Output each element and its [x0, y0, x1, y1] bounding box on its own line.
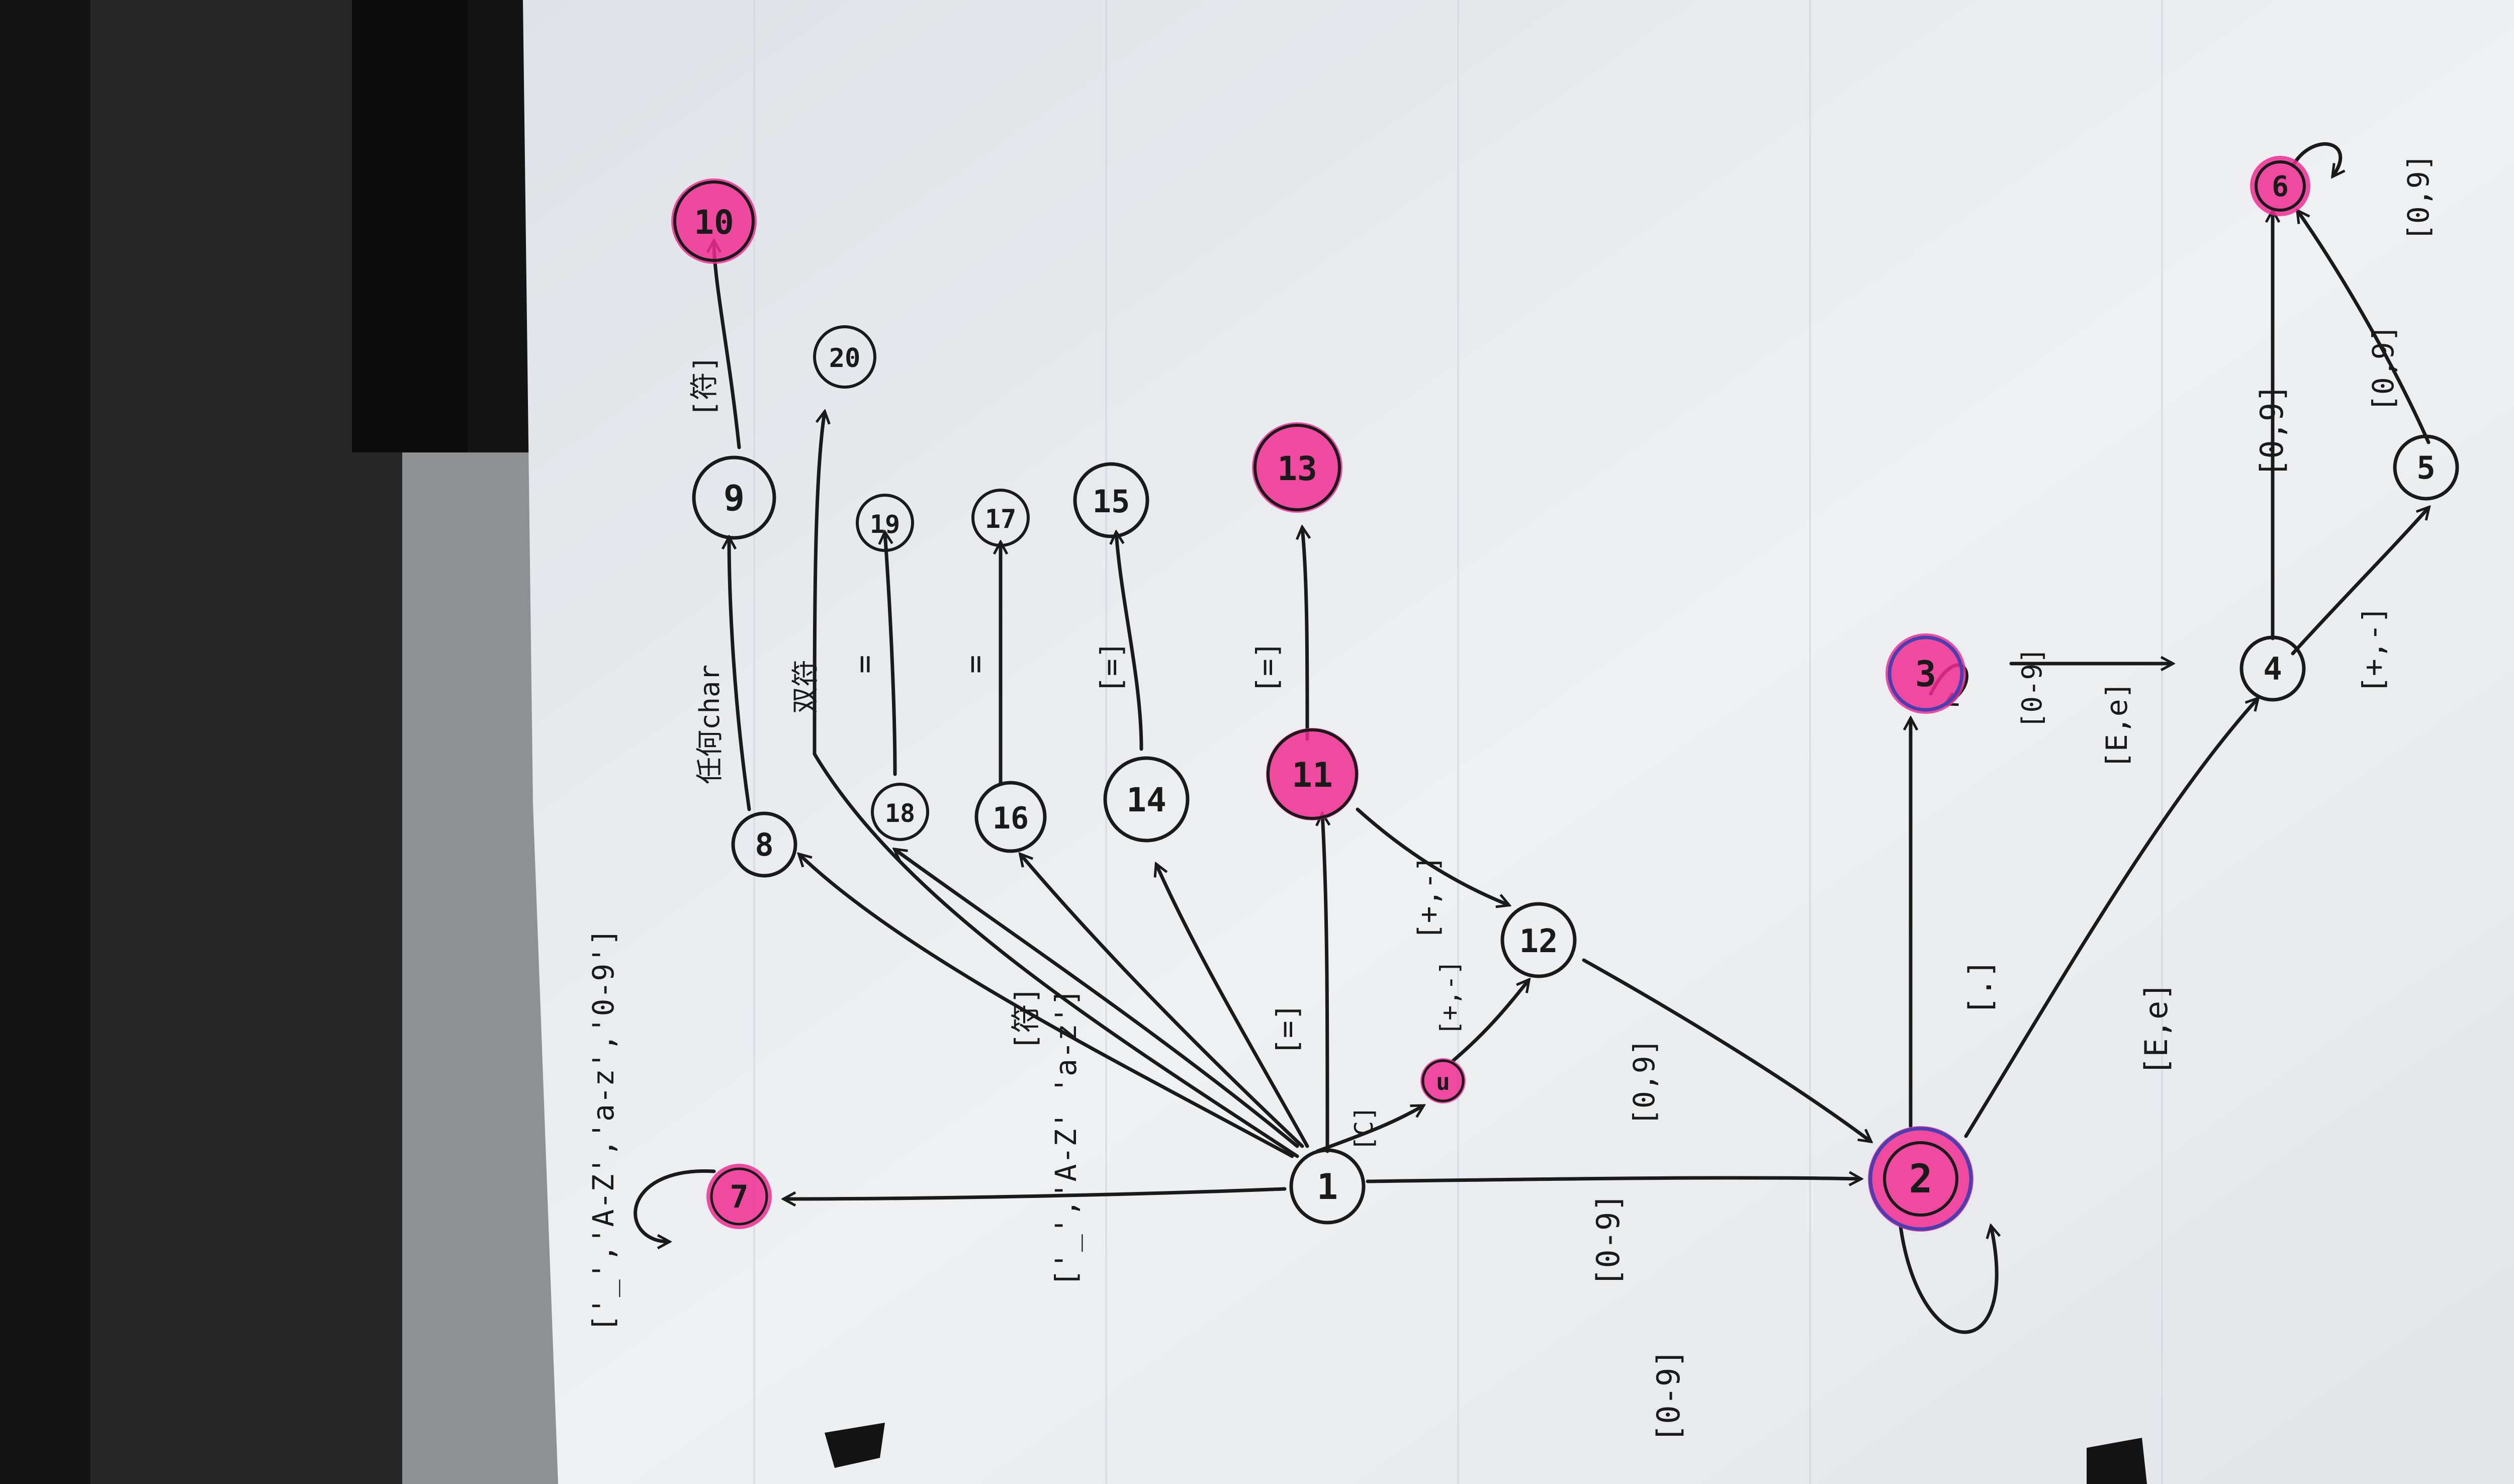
label-1-11: [=] [1270, 1003, 1304, 1056]
svg-text:12: 12 [1519, 923, 1558, 960]
label-2-4: [E,e] [2138, 982, 2175, 1076]
state-node-17: 17 [971, 489, 1030, 547]
svg-text:19: 19 [870, 510, 900, 539]
state-node-12: 12 [1500, 902, 1577, 978]
state-node-10: 10 [671, 178, 757, 264]
svg-text:8: 8 [755, 826, 773, 863]
state-node-7: 7 [706, 1164, 772, 1229]
svg-text:2: 2 [1909, 1157, 1933, 1202]
label-2-self: [0-9] [1650, 1349, 1687, 1443]
svg-text:18: 18 [885, 799, 915, 828]
state-node-11: 11 [1266, 728, 1359, 820]
svg-text:14: 14 [1126, 781, 1166, 819]
label-3-self: [0-9] [2016, 647, 2048, 729]
svg-text:11: 11 [1292, 756, 1333, 795]
svg-text:17: 17 [985, 504, 1017, 534]
label-14-15: [=] [1094, 641, 1128, 694]
label-1-16: [符] [1009, 986, 1043, 1051]
label-1-7: ['_','A-Z' 'a-z'] [1049, 988, 1083, 1287]
state-node-4: 4 [2239, 635, 2306, 702]
state-node-5: 5 [2393, 434, 2459, 501]
svg-text:16: 16 [993, 801, 1029, 836]
label-2-3: [.] [1962, 959, 1999, 1015]
state-node-2: 2 [1868, 1126, 1973, 1232]
perforation-marks [825, 1423, 2147, 1484]
laptop-corner [352, 0, 468, 452]
state-node-20: 20 [813, 325, 876, 389]
state-node-8: 8 [731, 811, 797, 878]
state-node-6: 6 [2250, 156, 2310, 216]
svg-text:10: 10 [694, 203, 734, 242]
state-node-14: 14 [1103, 756, 1190, 843]
label-1-2: [0-9] [1590, 1193, 1627, 1287]
label-11-12: [+,-] [1412, 855, 1445, 940]
svg-text:u: u [1436, 1068, 1450, 1095]
state-node-9: 9 [692, 455, 776, 540]
svg-text:4: 4 [2263, 651, 2282, 687]
label-16-17: = [956, 655, 993, 674]
label-u-12: [+,-] [1435, 960, 1464, 1036]
svg-text:6: 6 [2272, 170, 2289, 203]
label-9-10: [符] [688, 355, 721, 417]
svg-text:20: 20 [829, 343, 861, 374]
label-1-u: [C] [1350, 1106, 1379, 1151]
notebook-paper [523, 0, 2514, 1484]
label-4-6: [0,9] [2254, 384, 2290, 478]
label-4-5: [+,-] [2356, 606, 2390, 694]
svg-text:5: 5 [2416, 449, 2435, 486]
label-12-2: [0,9] [1627, 1038, 1661, 1126]
svg-text:3: 3 [1915, 654, 1936, 695]
svg-text:7: 7 [730, 1178, 748, 1215]
label-6-self: [0,9] [2401, 153, 2436, 241]
state-node-19: 19 [856, 494, 914, 552]
label-3-4: [E,e] [2100, 681, 2134, 769]
label-18-19: = [846, 655, 882, 674]
state-node-16: 16 [974, 781, 1047, 853]
state-node-3: 3 [1886, 633, 1966, 714]
state-node-u: u [1420, 1058, 1466, 1103]
state-node-18: 18 [871, 783, 929, 841]
label-7-self: ['_','A-Z','a-z','0-9'] [586, 929, 620, 1332]
state-node-15: 15 [1073, 462, 1149, 538]
state-node-1: 1 [1289, 1148, 1366, 1225]
ruled-lines [753, 0, 2163, 1484]
annotation-quote-label: 双符 [789, 660, 821, 714]
state-nodes: 1 2 3 4 5 6 [671, 156, 2459, 1232]
svg-text:13: 13 [1277, 449, 1317, 488]
label-8-9: 任何char [694, 665, 726, 784]
label-5-6: [0,9] [2366, 324, 2400, 412]
svg-text:15: 15 [1093, 483, 1130, 520]
svg-text:1: 1 [1317, 1166, 1338, 1208]
state-node-13: 13 [1252, 422, 1342, 513]
svg-text:9: 9 [724, 478, 745, 519]
label-11-13: [=] [1250, 641, 1284, 694]
transition-labels: ['_','A-Z' 'a-z'] ['_','A-Z','a-z','0-9'… [586, 153, 2436, 1443]
